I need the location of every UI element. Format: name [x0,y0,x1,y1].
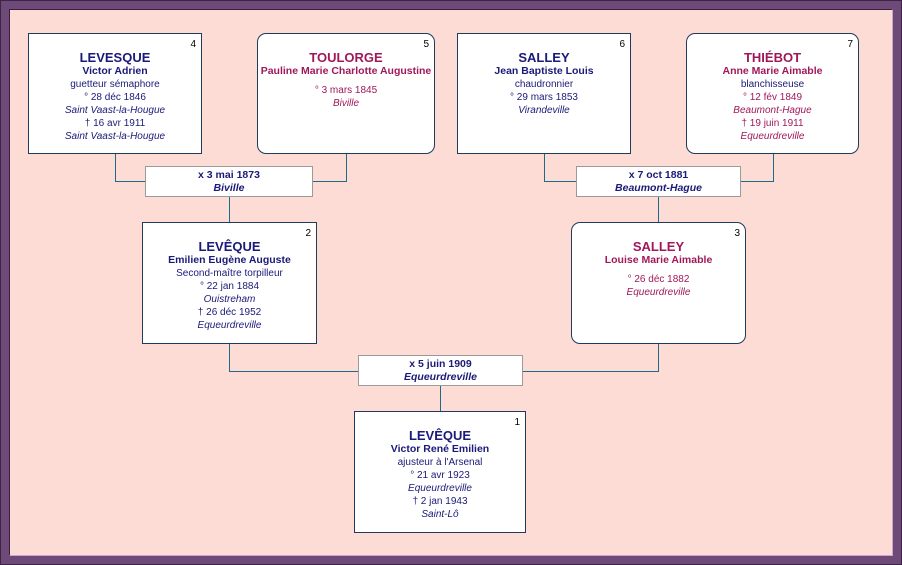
birth-place: Beaumont-Hague [733,105,812,116]
sosa-number: 6 [619,39,625,50]
occupation: chaudronnier [514,79,574,90]
birth-date: ° 22 jan 1884 [199,281,260,292]
given-names: Emilien Eugène Auguste [168,254,291,266]
occupation: Second-maître torpilleur [176,268,283,279]
surname: LEVÊQUE [198,239,261,254]
birth-place: Equeurdreville [408,483,472,494]
person-card-2[interactable]: 2 LEVÊQUE Emilien Eugène Auguste Second-… [142,222,317,344]
birth-date: ° 21 avr 1923 [410,470,470,481]
connector-p4-m45 [115,154,145,182]
birth-date: ° 12 fév 1849 [742,92,803,103]
death-date: † 26 déc 1952 [197,307,262,318]
marriage-place: Beaumont-Hague [615,182,702,194]
connector-p2-m23 [229,344,358,372]
birth-date: ° 29 mars 1853 [510,92,578,103]
occupation: ajusteur à l'Arsenal [397,457,483,468]
connector-p6-m67 [544,154,576,182]
marriage-date: x 5 juin 1909 [409,358,472,370]
marriage-box-4-5[interactable]: x 3 mai 1873 Biville [145,166,313,197]
surname: TOULORGE [309,50,383,65]
connector-p5-m45 [313,154,347,182]
sosa-number: 4 [190,39,196,50]
given-names: Pauline Marie Charlotte Augustine [260,65,432,77]
death-place: Saint-Lô [421,509,459,520]
person-card-6[interactable]: 6 SALLEY Jean Baptiste Louis chaudronnie… [457,33,631,154]
death-date: † 16 avr 1911 [84,118,146,129]
marriage-box-6-7[interactable]: x 7 oct 1881 Beaumont-Hague [576,166,741,197]
marriage-date: x 3 mai 1873 [198,169,260,181]
given-names: Louise Marie Aimable [604,254,713,266]
marriage-box-2-3[interactable]: x 5 juin 1909 Equeurdreville [358,355,523,386]
given-names: Jean Baptiste Louis [494,65,594,77]
surname: SALLEY [518,50,570,65]
sosa-number: 5 [423,39,429,50]
person-card-3[interactable]: 3 SALLEY Louise Marie Aimable ° 26 déc 1… [571,222,746,344]
sosa-number: 2 [305,228,311,239]
death-date: † 19 juin 1911 [741,118,804,129]
death-place: Equeurdreville [197,320,262,331]
birth-place: Virandeville [518,105,570,116]
birth-place: Ouistreham [203,294,256,305]
surname: THIÉBOT [743,50,802,65]
person-card-4[interactable]: 4 LEVESQUE Victor Adrien guetteur sémaph… [28,33,202,154]
birth-place: Equeurdreville [626,287,691,298]
given-names: Victor Adrien [82,65,148,77]
marriage-place: Biville [213,182,245,194]
birth-place: Biville [332,98,360,109]
birth-date: ° 26 déc 1882 [627,274,690,285]
death-date: † 2 jan 1943 [412,496,468,507]
sosa-number: 3 [734,228,740,239]
death-place: Equeurdreville [740,131,805,142]
given-names: Anne Marie Aimable [722,65,823,77]
occupation: blanchisseuse [740,79,805,90]
sosa-number: 1 [514,417,520,428]
birth-date: ° 3 mars 1845 [314,85,378,96]
birth-place: Saint Vaast-la-Hougue [64,105,166,116]
marriage-place: Equeurdreville [404,371,477,383]
death-place: Saint Vaast-la-Hougue [64,131,166,142]
surname: SALLEY [632,239,685,254]
marriage-date: x 7 oct 1881 [628,169,689,181]
connector-p7-m67 [741,154,774,182]
person-card-5[interactable]: 5 TOULORGE Pauline Marie Charlotte Augus… [257,33,435,154]
given-names: Victor René Emilien [390,443,490,455]
connector-p3-m23 [523,344,659,372]
sosa-number: 7 [847,39,853,50]
birth-date: ° 28 déc 1846 [84,92,146,103]
person-card-1[interactable]: 1 LEVÊQUE Victor René Emilien ajusteur à… [354,411,526,533]
occupation: guetteur sémaphore [70,79,160,90]
person-card-7[interactable]: 7 THIÉBOT Anne Marie Aimable blanchisseu… [686,33,859,154]
surname: LEVÊQUE [408,428,472,443]
surname: LEVESQUE [79,50,151,65]
